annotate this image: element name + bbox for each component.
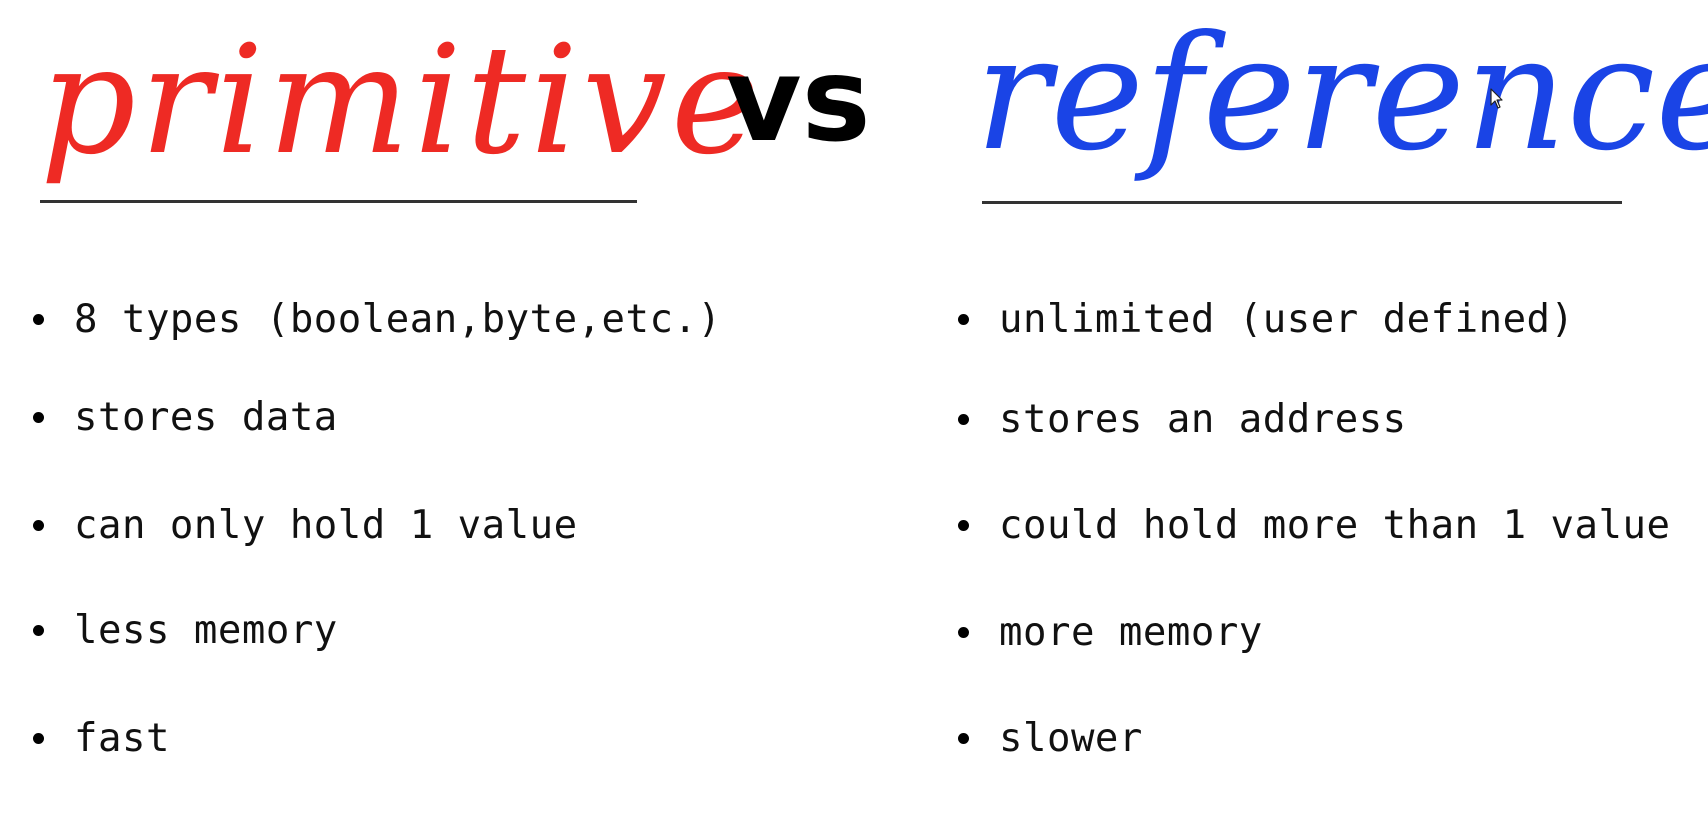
list-item: unlimited (user defined) (955, 289, 1575, 349)
list-item-text: unlimited (user defined) (999, 296, 1575, 342)
list-item: can only hold 1 value (30, 495, 578, 555)
list-item-text: could hold more than 1 value (999, 502, 1671, 548)
bullet-icon (958, 519, 969, 531)
title-vs: vs (726, 33, 871, 168)
list-item: 8 types (boolean,byte,etc.) (30, 289, 721, 349)
list-item: less memory (30, 600, 338, 660)
list-item-text: 8 types (boolean,byte,etc.) (74, 296, 722, 342)
list-item: could hold more than 1 value (955, 495, 1670, 555)
list-item-text: more memory (999, 609, 1263, 655)
primitive-underline (40, 200, 637, 203)
reference-underline (982, 201, 1622, 204)
list-item: more memory (955, 602, 1263, 662)
list-item: fast (30, 708, 170, 768)
list-item-text: stores data (74, 394, 338, 440)
bullet-icon (33, 411, 44, 423)
list-item-text: stores an address (999, 396, 1407, 442)
list-item: slower (955, 708, 1143, 768)
list-item-text: less memory (74, 607, 338, 653)
bullet-icon (33, 624, 44, 636)
list-item: stores data (30, 387, 338, 447)
bullet-icon (958, 626, 969, 638)
bullet-icon (958, 413, 969, 425)
list-item-text: can only hold 1 value (74, 502, 578, 548)
bullet-icon (958, 732, 969, 744)
bullet-icon (33, 732, 44, 744)
mouse-pointer-icon (1490, 88, 1503, 109)
list-item: stores an address (955, 389, 1407, 449)
bullet-icon (33, 313, 44, 325)
list-item-text: slower (999, 715, 1143, 761)
title-primitive: primitive (40, 14, 764, 188)
title-reference: reference (975, 2, 1708, 186)
list-item-text: fast (74, 715, 170, 761)
bullet-icon (33, 519, 44, 531)
bullet-icon (958, 313, 969, 325)
